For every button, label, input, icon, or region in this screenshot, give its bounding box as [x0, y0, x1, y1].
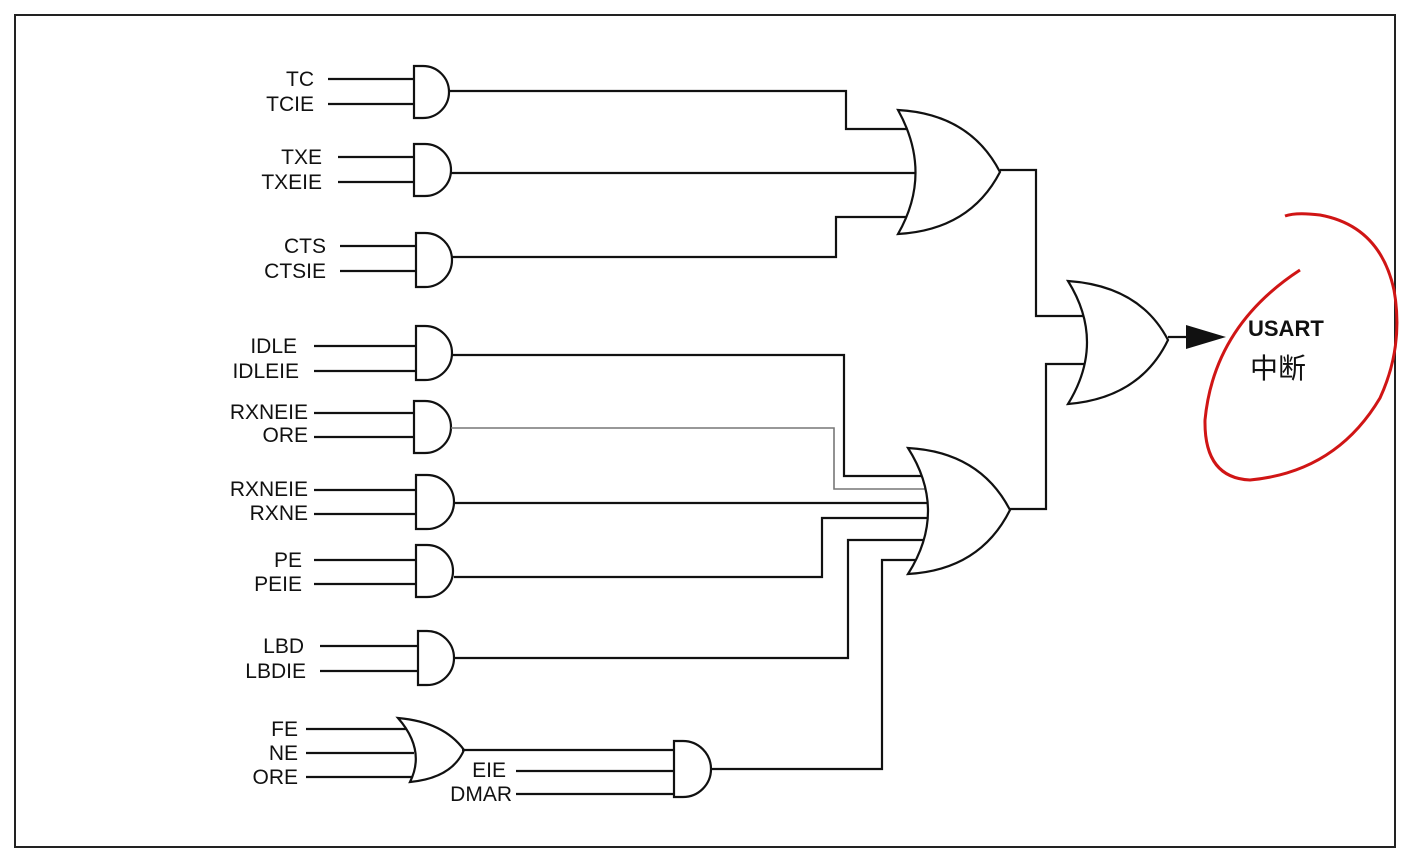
- label-ore-2: ORE: [252, 766, 298, 789]
- wire-and1-to-or-a: [449, 89, 912, 131]
- label-rxne: RXNE: [250, 502, 308, 525]
- and-gate-cts: [414, 231, 454, 289]
- output-label-interrupt: 中断: [1250, 352, 1306, 385]
- label-lbd: LBD: [263, 635, 304, 658]
- label-eie: EIE: [472, 759, 506, 782]
- label-rxneie-2: RXNEIE: [230, 478, 308, 501]
- label-ctsie: CTSIE: [264, 260, 326, 283]
- diagram-frame: [14, 14, 1396, 848]
- and-gate-tc: [412, 64, 451, 120]
- label-cts: CTS: [284, 235, 326, 258]
- wire-and7-to-or-b: [454, 516, 936, 579]
- or-gate-lower: [905, 446, 1012, 576]
- wire-and5-to-or-b: [451, 427, 934, 490]
- label-ne: NE: [269, 742, 298, 765]
- label-tc: TC: [286, 68, 314, 91]
- wire-and4-to-or-b: [451, 353, 928, 478]
- or-gate-error: [395, 716, 466, 784]
- and-gate-lbd: [416, 629, 456, 687]
- or-gate-final: [1065, 279, 1170, 406]
- wire-error-and-to-or-b: [709, 558, 928, 771]
- label-fe: FE: [271, 718, 298, 741]
- and-gate-pe: [414, 543, 455, 599]
- label-pe: PE: [274, 549, 302, 572]
- label-lbdie: LBDIE: [245, 660, 306, 683]
- and-gate-error: [672, 739, 713, 799]
- label-ore-1: ORE: [262, 424, 308, 447]
- highlight-circle: [1203, 212, 1399, 482]
- label-txe: TXE: [281, 146, 322, 169]
- label-peie: PEIE: [254, 573, 302, 596]
- label-tcie: TCIE: [266, 93, 314, 116]
- and-gate-txe: [412, 142, 453, 198]
- and-gate-rxneie-rxne: [414, 473, 456, 531]
- wire-or-b-to-final: [1010, 362, 1090, 511]
- label-rxneie-1: RXNEIE: [230, 401, 308, 424]
- arrow-right-icon: [1186, 325, 1226, 349]
- label-idle: IDLE: [250, 335, 297, 358]
- wire-or-a-to-final: [1000, 168, 1090, 318]
- and-gate-rxneie-ore: [412, 399, 453, 455]
- wire-and3-to-or-a: [451, 215, 912, 259]
- label-txeie: TXEIE: [261, 171, 322, 194]
- label-idleie: IDLEIE: [232, 360, 299, 383]
- and-gate-idle: [414, 324, 454, 382]
- wire-and8-to-or-b: [454, 538, 932, 660]
- output-label: USART: [1248, 316, 1324, 341]
- or-gate-upper: [896, 108, 1002, 236]
- label-dmar: DMAR: [450, 783, 512, 806]
